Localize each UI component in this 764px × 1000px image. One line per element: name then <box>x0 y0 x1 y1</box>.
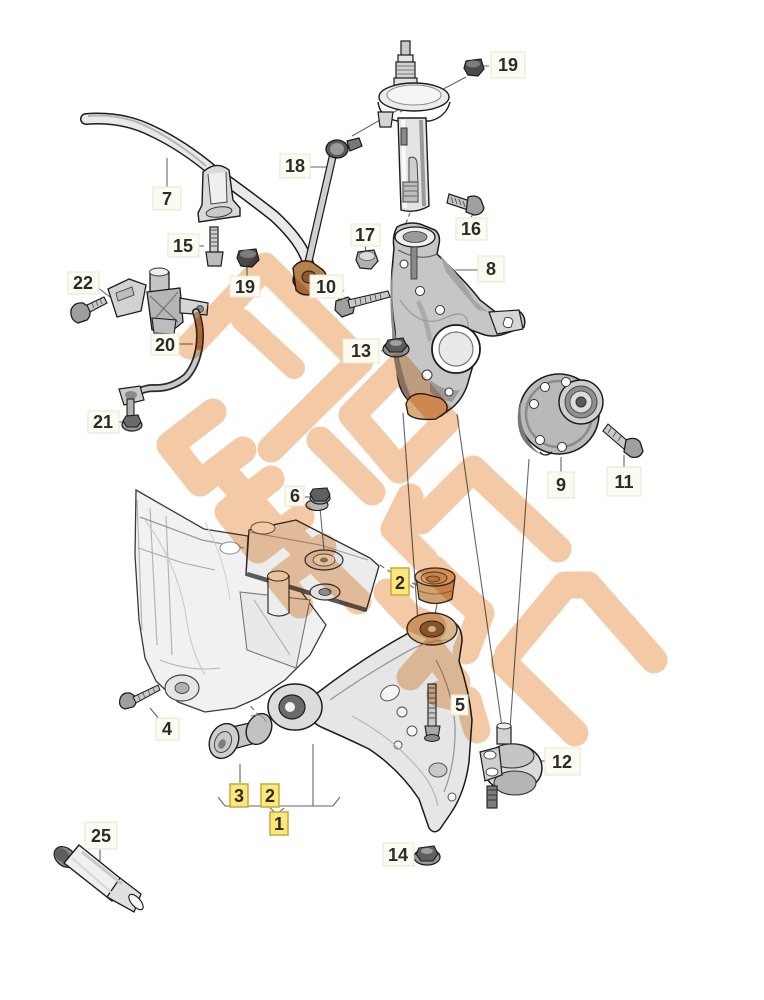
svg-text:7: 7 <box>162 189 172 209</box>
svg-text:18: 18 <box>285 156 305 176</box>
svg-text:17: 17 <box>355 225 375 245</box>
svg-text:2: 2 <box>265 786 275 806</box>
svg-text:14: 14 <box>388 845 408 865</box>
svg-text:25: 25 <box>91 826 111 846</box>
svg-text:3: 3 <box>234 786 244 806</box>
svg-text:15: 15 <box>173 236 193 256</box>
svg-text:22: 22 <box>73 273 93 293</box>
svg-text:5: 5 <box>455 695 465 715</box>
svg-text:16: 16 <box>461 219 481 239</box>
svg-text:19: 19 <box>235 277 255 297</box>
svg-text:2: 2 <box>395 573 405 593</box>
svg-text:1: 1 <box>274 814 284 834</box>
svg-text:6: 6 <box>290 486 300 506</box>
svg-text:12: 12 <box>552 752 572 772</box>
svg-text:4: 4 <box>162 719 172 739</box>
svg-text:11: 11 <box>614 472 633 492</box>
svg-text:21: 21 <box>93 412 113 432</box>
svg-text:13: 13 <box>351 341 371 361</box>
svg-text:10: 10 <box>316 277 336 297</box>
svg-text:19: 19 <box>498 55 518 75</box>
svg-text:8: 8 <box>486 259 496 279</box>
svg-text:20: 20 <box>155 335 175 355</box>
svg-text:9: 9 <box>556 475 566 495</box>
